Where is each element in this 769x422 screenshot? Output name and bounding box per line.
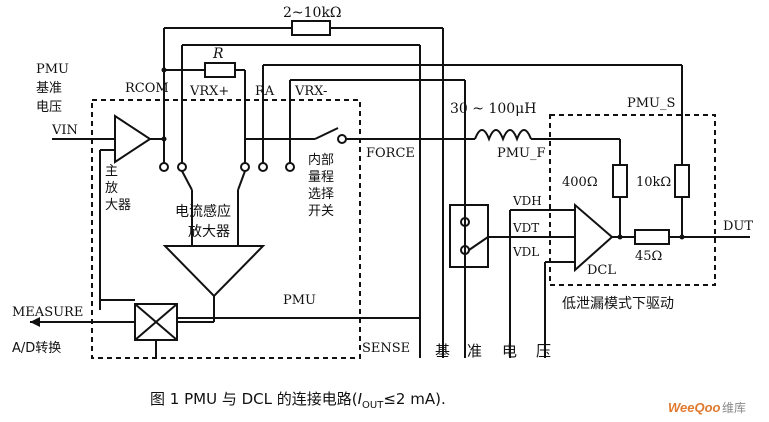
caption-suffix: ≤2 mA).	[383, 390, 445, 408]
resistor-400	[612, 164, 628, 198]
label-low-leak: 低泄漏模式下驱动	[562, 296, 674, 312]
label-internal-4: 开关	[308, 204, 334, 219]
main-amplifier	[114, 114, 152, 164]
label-internal-2: 量程	[308, 170, 334, 185]
current-sense-amplifier	[162, 245, 266, 298]
label-vrx-minus: VRX-	[294, 84, 327, 99]
label-r: R	[212, 46, 224, 62]
label-vdt: VDT	[512, 221, 539, 235]
label-sense: SENSE	[362, 341, 410, 356]
label-main-amp-1: 主	[105, 164, 118, 179]
label-pmu-ref: 基准	[36, 81, 62, 96]
label-pmu-voltage: 电压	[36, 100, 62, 115]
inductor	[474, 129, 621, 165]
label-vrx-plus: VRX+	[189, 84, 229, 99]
label-vin: VIN	[51, 123, 78, 138]
label-ad: A/D转换	[12, 341, 61, 356]
label-dcl: DCL	[587, 263, 616, 278]
measure-mux	[134, 303, 178, 341]
dcl-dashed-block	[549, 114, 716, 286]
resistor-45	[634, 229, 670, 245]
label-res-top: 2~10kΩ	[283, 5, 342, 21]
label-measure: MEASURE	[12, 305, 83, 320]
resistor-r	[164, 62, 246, 163]
label-ref-1: 基	[435, 342, 450, 360]
label-internal-3: 选择	[308, 187, 334, 202]
label-r400: 400Ω	[562, 175, 598, 190]
caption-prefix: 图 1 PMU 与 DCL 的连接电路(	[150, 390, 358, 408]
label-force: FORCE	[366, 146, 415, 161]
watermark-brand: WeeQoo	[668, 400, 721, 415]
label-ref-2: 准	[467, 342, 482, 360]
label-ref-3: 电	[502, 342, 517, 360]
label-vdl: VDL	[512, 245, 539, 259]
label-pmu-block: PMU	[283, 293, 316, 308]
caption-i-sub: OUT	[362, 400, 384, 411]
label-dut: DUT	[723, 219, 753, 234]
label-pmu-s: PMU_S	[627, 96, 675, 111]
label-inductor: 30 ~ 100μH	[450, 101, 536, 117]
label-pmu-f: PMU_F	[497, 146, 546, 161]
label-vdh: VDH	[512, 194, 542, 208]
watermark-suffix: 维库	[722, 400, 746, 415]
label-main-amp-3: 大器	[105, 198, 131, 213]
reference-switch-box	[449, 204, 489, 268]
label-r10k: 10kΩ	[636, 175, 671, 190]
label-pmu: PMU	[36, 62, 69, 77]
label-ref-4: 压	[536, 342, 551, 360]
resistor-10k	[674, 164, 690, 198]
figure-caption: 图 1 PMU 与 DCL 的连接电路(IOUT≤2 mA).	[150, 390, 446, 411]
caption-i: I	[358, 390, 363, 408]
pmu-dashed-block	[91, 99, 361, 359]
label-internal-1: 内部	[308, 152, 334, 168]
label-rcom: RCOM	[125, 81, 169, 96]
watermark-logo: WeeQoo 维库	[668, 400, 746, 415]
dcl-amplifier	[574, 202, 614, 273]
label-main-amp-2: 放	[105, 181, 118, 196]
label-ra: RA	[255, 84, 275, 99]
label-sense-amp-1: 电流感应	[175, 203, 231, 220]
range-switch	[314, 127, 339, 140]
label-r45: 45Ω	[635, 249, 662, 264]
label-sense-amp-2: 放大器	[188, 224, 230, 240]
